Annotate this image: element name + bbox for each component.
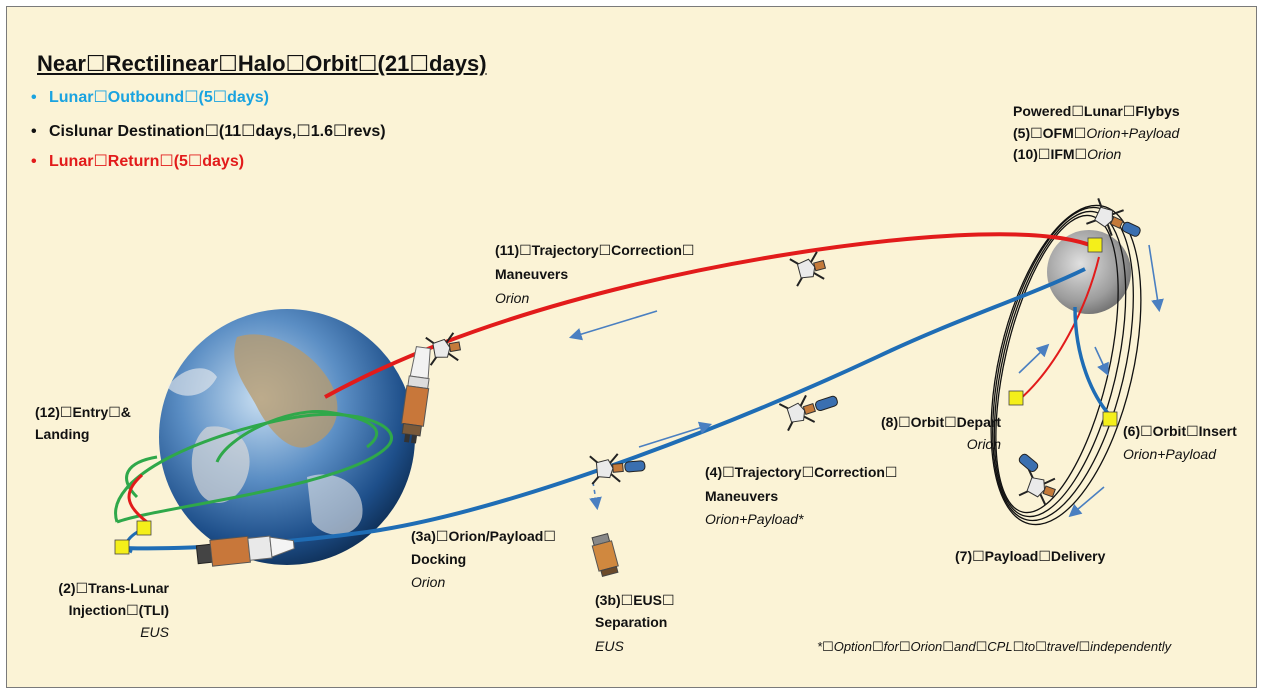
label-tcm-return-vehicle: Orion: [495, 290, 530, 306]
label-ifm: (10)☐IFM☐: [1013, 146, 1088, 162]
orion-payload-stack-icon: [778, 394, 838, 432]
label-tli-vehicle: EUS: [140, 624, 169, 640]
orion-spacecraft-icon: [789, 251, 827, 287]
legend-item-destination: •Cislunar Destination☐(11☐days,☐1.6☐revs…: [31, 123, 386, 140]
legend-label: Lunar☐Outbound☐(5☐days): [49, 89, 269, 106]
outbound-to-insert: [1073, 306, 1115, 421]
label-orbit-depart: (8)☐Orbit☐Depart: [881, 414, 1001, 430]
orion-entry-stack-icon: [401, 346, 431, 444]
mission-diagram-slide: Near☐Rectilinear☐Halo☐Orbit☐(21☐days) •L…: [6, 6, 1257, 688]
orion-payload-docking-icon: [589, 453, 646, 485]
label-docking: (3a)☐Orion/Payload☐: [411, 528, 556, 544]
legend-label: Lunar☐Return☐(5☐days): [49, 153, 245, 170]
label-ofm: (5)☐OFM☐: [1013, 125, 1087, 141]
legend-label: Cislunar Destination☐(11☐days,☐1.6☐revs): [49, 123, 386, 140]
label-ifm-vehicle: Orion: [1087, 146, 1122, 162]
trajectory-diagram: [114, 198, 1164, 578]
label-tcm-outbound-vehicle: Orion+Payload*: [705, 511, 804, 527]
tli-stack-icon: [195, 535, 295, 567]
label-entry-line2: Landing: [35, 426, 90, 442]
orion-spacecraft-icon: [425, 332, 462, 366]
label-payload-delivery: (7)☐Payload☐Delivery: [955, 548, 1106, 564]
checkpoints: [114, 237, 1118, 555]
label-docking-vehicle: Orion: [411, 574, 446, 590]
earth-loop-green-left: [125, 455, 158, 499]
moon: [1047, 230, 1131, 314]
label-entry: (12)☐Entry☐&: [35, 404, 131, 420]
earth-loop-green-upper: [215, 409, 379, 463]
label-orbit-insert-vehicle: Orion+Payload: [1123, 446, 1217, 462]
eus-stage-icon: [591, 532, 619, 578]
return-trajectory: [324, 232, 1096, 399]
return-trajectory-earth: [127, 473, 148, 524]
earth-entry-loop-green: [114, 412, 393, 524]
label-tcm-return-line2: Maneuvers: [495, 266, 569, 282]
label-separation: (3b)☐EUS☐: [595, 592, 675, 608]
label-tli: (2)☐Trans-Lunar: [58, 580, 169, 596]
label-tcm-outbound-line2: Maneuvers: [705, 488, 779, 504]
legend-item-outbound: •Lunar☐Outbound☐(5☐days): [31, 89, 269, 106]
label-tli-line2: Injection☐(TLI): [68, 602, 169, 618]
page-title: Near☐Rectilinear☐Halo☐Orbit☐(21☐days): [37, 51, 487, 76]
label-separation-vehicle: EUS: [595, 638, 624, 654]
label-docking-line2: Docking: [411, 551, 467, 567]
orion-spacecraft-icon: [1086, 198, 1141, 237]
legend-item-return: •Lunar☐Return☐(5☐days): [31, 153, 245, 170]
label-tcm-return: (11)☐Trajectory☐Correction☐: [495, 242, 695, 258]
label-separation-line2: Separation: [595, 614, 668, 630]
label-orbit-depart-vehicle: Orion: [966, 436, 1001, 452]
return-trajectory-moon: [1018, 256, 1100, 401]
label-ofm-vehicle: Orion+Payload: [1086, 125, 1180, 141]
label-powered-flyby-title: Powered☐Lunar☐Flybys: [1013, 103, 1180, 119]
footnote: *☐Option☐for☐Orion☐and☐CPL☐to☐travel☐ind…: [817, 639, 1172, 654]
direction-arrows: [568, 244, 1164, 518]
label-powered-flyby-ofm: (5)☐OFM☐Orion+Payload: [1013, 124, 1179, 143]
label-tcm-outbound: (4)☐Trajectory☐Correction☐: [705, 464, 898, 480]
label-orbit-insert: (6)☐Orbit☐Insert: [1123, 423, 1237, 439]
label-powered-flyby-ifm: (10)☐IFM☐Orion: [1013, 145, 1121, 164]
orion-payload-delivery-icon: [1018, 453, 1056, 506]
